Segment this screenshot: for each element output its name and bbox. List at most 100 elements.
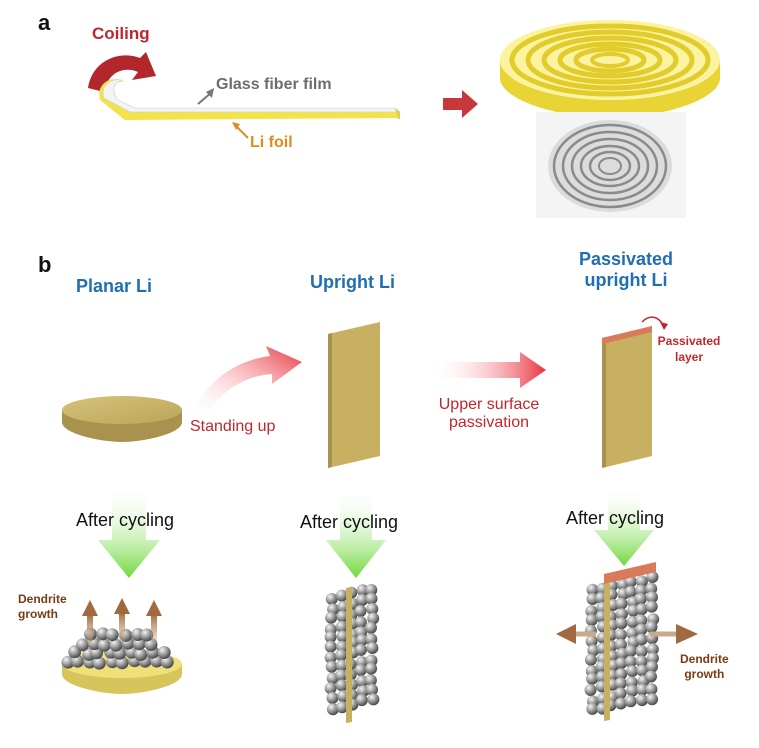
lithium-sphere <box>634 593 647 605</box>
lithium-sphere <box>354 616 367 629</box>
lithium-sphere <box>615 608 628 621</box>
dendrite-line2-right: growth <box>684 667 725 681</box>
glass-fiber-film-label: Glass fiber film <box>216 76 332 93</box>
upper-surface-line1: Upper surface <box>438 396 540 413</box>
lithium-sphere <box>636 694 648 707</box>
lithium-sphere <box>584 653 597 666</box>
lithium-sphere <box>365 662 378 675</box>
lithium-sphere <box>335 620 348 633</box>
lithium-sphere <box>356 634 368 647</box>
lithium-sphere <box>635 584 648 597</box>
lithium-sphere <box>335 589 348 602</box>
lithium-sphere <box>635 655 648 668</box>
glass-fiber-film-strip <box>99 79 401 120</box>
lithium-sphere <box>335 649 348 662</box>
lithium-sphere <box>355 643 367 656</box>
lithium-sphere <box>367 693 380 706</box>
lithium-sphere <box>614 677 627 690</box>
lithium-sphere <box>586 702 599 715</box>
lithium-sphere <box>365 621 377 634</box>
lithium-sphere <box>635 614 648 627</box>
li-foil-label: Li foil <box>250 134 293 151</box>
lithium-sphere <box>365 633 378 646</box>
lithium-sphere <box>76 638 90 652</box>
coiling-arrow <box>88 52 156 92</box>
lithium-sphere <box>636 683 649 696</box>
lithium-sphere <box>97 638 111 652</box>
lithium-sphere <box>325 660 338 673</box>
green-arrow-passivated <box>594 484 654 566</box>
lithium-sphere <box>624 644 637 657</box>
lithium-sphere <box>614 638 627 651</box>
dendrite-line1-right: Dendrite <box>680 652 729 666</box>
lithium-sphere <box>366 642 379 654</box>
passivation-arrow <box>430 352 546 388</box>
lithium-sphere <box>157 646 171 659</box>
lithium-sphere <box>365 592 378 605</box>
lithium-sphere <box>646 660 658 673</box>
lithium-sphere <box>324 682 337 695</box>
lithium-sphere <box>645 582 658 595</box>
passivated-li-cycled-plate <box>604 562 656 721</box>
lithium-sphere <box>645 683 658 696</box>
lithium-sphere <box>105 628 119 642</box>
passivated-upright-li-plate <box>602 326 652 468</box>
standing-up-label: Standing up <box>190 418 276 435</box>
lithium-sphere <box>325 611 338 624</box>
glass-fiber-pointer-arrow <box>197 88 214 105</box>
passivated-title-line2: upright Li <box>584 270 668 290</box>
green-arrow-planar <box>98 484 160 578</box>
coiled-spiral-roll <box>500 20 720 118</box>
lithium-sphere <box>367 612 380 625</box>
coiling-label: Coiling <box>92 24 150 43</box>
panel-a-right-arrow <box>443 90 478 118</box>
lithium-sphere <box>584 684 597 696</box>
lithium-sphere <box>635 575 648 588</box>
lithium-sphere <box>626 627 639 640</box>
coiled-sample-photo <box>536 112 686 218</box>
planar-li-title: Planar Li <box>76 276 153 296</box>
lithium-sphere <box>646 643 659 656</box>
lithium-sphere <box>324 651 337 664</box>
lithium-sphere <box>356 584 369 597</box>
lithium-sphere <box>585 605 598 618</box>
lithium-sphere <box>636 664 649 677</box>
planar-dendrite-arrows <box>82 598 162 644</box>
lithium-sphere <box>586 583 599 596</box>
lithium-sphere <box>615 657 628 670</box>
lithium-sphere <box>646 571 659 583</box>
dendrite-growth-label-right: Dendrite growth <box>680 652 729 682</box>
lithium-sphere <box>646 693 659 706</box>
dendrite-line2-left: growth <box>18 607 58 621</box>
planar-dendrite-spheres <box>61 627 174 670</box>
lithium-sphere <box>635 623 648 636</box>
lithium-sphere <box>624 575 637 588</box>
lithium-sphere <box>105 655 119 669</box>
upright-li-title: Upright Li <box>310 272 395 292</box>
lithium-sphere <box>615 597 628 610</box>
lithium-sphere <box>324 631 337 643</box>
passivated-layer-line1: Passivated <box>657 334 721 348</box>
lithium-sphere <box>614 697 627 710</box>
lithium-sphere <box>366 603 379 615</box>
lithium-sphere <box>635 603 648 616</box>
lithium-sphere <box>585 635 598 648</box>
lithium-sphere <box>615 617 628 630</box>
lithium-sphere <box>61 655 75 669</box>
lithium-sphere <box>96 627 110 641</box>
passivated-layer-pointer <box>641 316 668 330</box>
green-arrow-upright <box>326 486 386 578</box>
dendrite-line1-left: Dendrite <box>18 592 67 606</box>
lithium-sphere <box>614 687 627 700</box>
lithium-sphere <box>356 594 369 606</box>
lithium-sphere <box>626 684 639 697</box>
li-foil-pointer-arrow <box>232 122 249 139</box>
passivated-layer-label: Passivated layer <box>650 333 728 365</box>
lithium-sphere <box>325 593 338 605</box>
after-cycling-planar: After cycling <box>76 510 175 530</box>
planar-li-disk <box>62 396 182 442</box>
after-cycling-passivated: After cycling <box>566 508 665 528</box>
lithium-sphere <box>614 628 627 641</box>
lithium-sphere <box>354 605 367 617</box>
